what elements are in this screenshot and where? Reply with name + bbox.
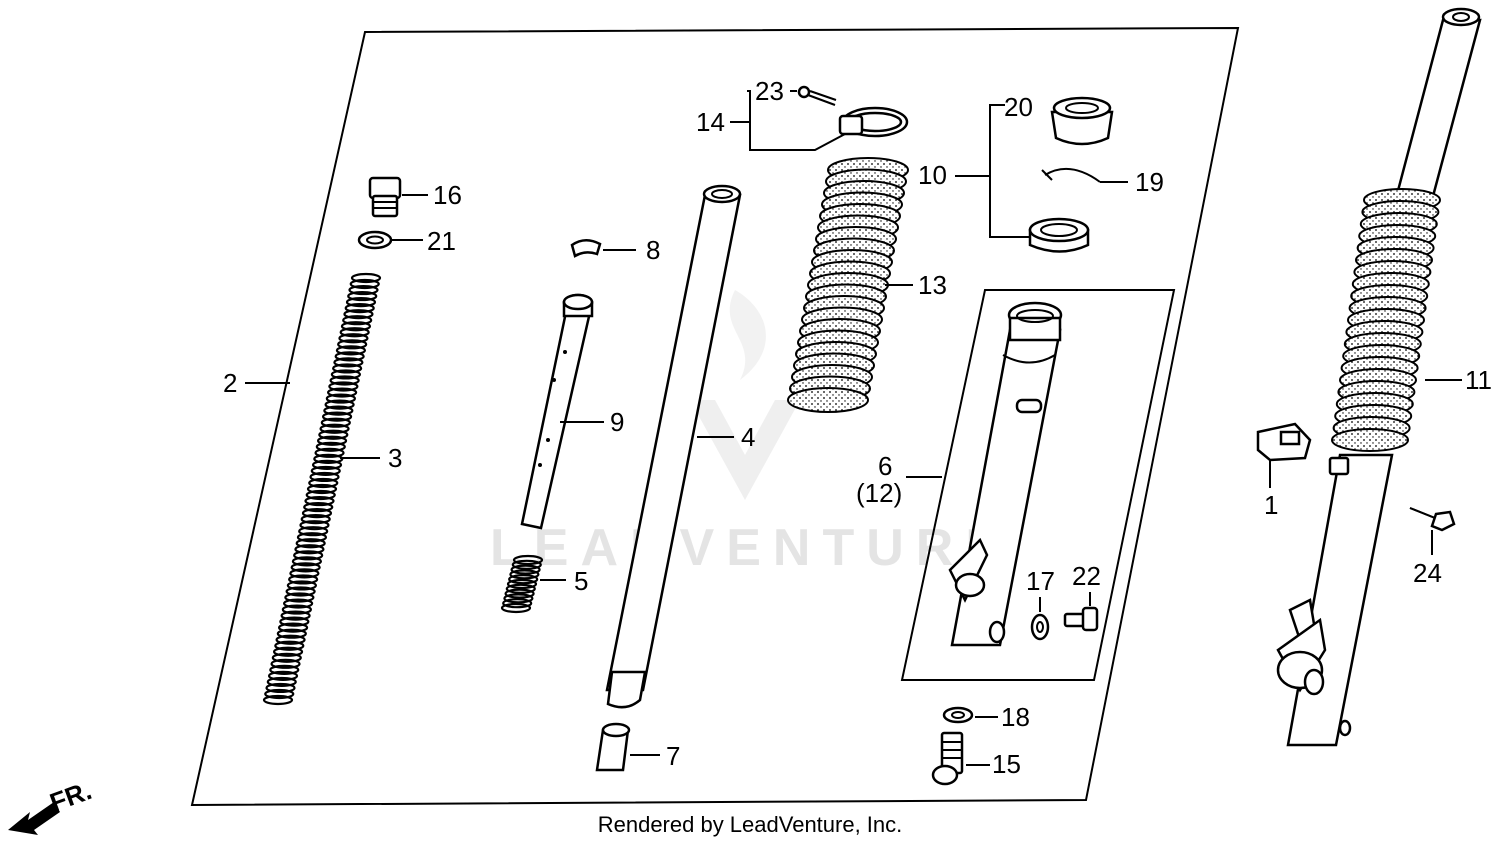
callout-16: 16 [433,180,462,210]
callout-23: 23 [755,76,784,106]
callout-1: 1 [1264,490,1278,520]
part-18-sealing-washer[interactable] [942,706,974,724]
part-24-bolt[interactable] [1409,507,1456,532]
part-5-rebound-spring[interactable] [500,554,544,614]
callout-20: 20 [1004,92,1033,122]
callout-19: 19 [1135,167,1164,197]
callout-7: 7 [666,741,680,771]
watermark-logo [690,290,800,500]
callout-15: 15 [992,749,1021,779]
part-4-fork-pipe[interactable] [605,184,742,709]
bottom-case-frame [900,289,1176,681]
part-8-lock-washer[interactable] [570,239,602,258]
part-3-fork-spring[interactable] [262,272,382,706]
part-10-oil-seal[interactable] [1028,217,1090,253]
assembly-frame [190,26,1240,807]
part-22-bolt[interactable] [1063,606,1099,632]
part-21-washer[interactable] [357,230,393,250]
callout-6-alt: (12) [856,478,902,508]
part-23-screw[interactable] [797,85,837,106]
part-14-boot-clamp[interactable] [838,106,909,138]
part-15-socket-bolt[interactable] [931,731,964,786]
part-6-bottom-case[interactable] [948,301,1063,647]
part-9-damper-rod[interactable] [520,293,594,530]
part-19-circlip[interactable] [1041,167,1101,183]
part-17-washer[interactable] [1030,613,1050,641]
callout-10: 10 [918,160,947,190]
callout-8: 8 [646,235,660,265]
callout-22: 22 [1072,561,1101,591]
callout-3: 3 [388,443,402,473]
part-1-cable-guide[interactable] [1256,422,1312,462]
callout-21: 21 [427,226,456,256]
callout-2: 2 [223,368,237,398]
callout-13: 13 [918,270,947,300]
callout-14: 14 [696,107,725,137]
callout-4: 4 [741,422,755,452]
part-11-fork-boot [1331,188,1441,452]
callout-5: 5 [574,566,588,596]
callout-24: 24 [1413,558,1442,588]
part-7-oil-lock-piece[interactable] [595,722,631,772]
callout-6: 6 [878,451,892,481]
footer-credit: Rendered by LeadVenture, Inc. [597,812,903,837]
front-direction-arrow-icon [8,802,60,835]
callout-9: 9 [610,407,624,437]
callout-11: 11 [1465,365,1492,395]
watermark-text: LEADVENTURE [490,519,1012,577]
part-13-fork-boot[interactable] [787,157,909,413]
callout-18: 18 [1001,702,1030,732]
part-20-dust-seal[interactable] [1050,96,1114,146]
callout-17: 17 [1026,566,1055,596]
part-16-bolt[interactable] [368,176,402,218]
